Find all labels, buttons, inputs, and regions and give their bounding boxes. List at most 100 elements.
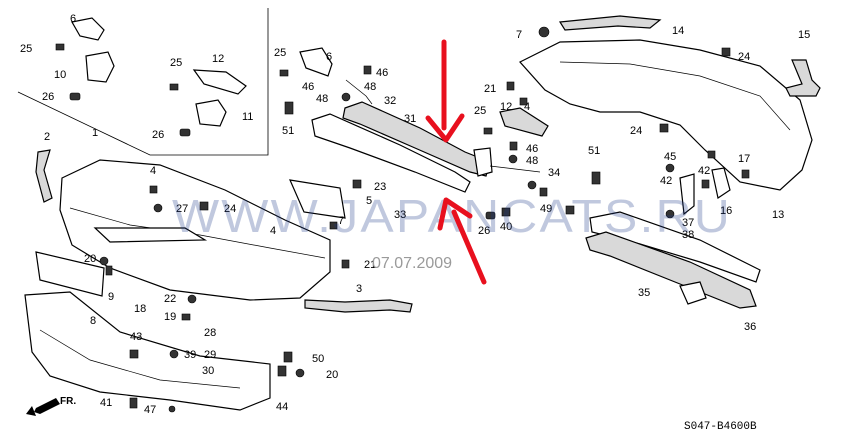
part-label: 34 — [548, 167, 560, 179]
rear-bracket-15 — [785, 59, 821, 97]
fastener-25-rear — [483, 127, 493, 135]
screw-25-inset — [169, 83, 179, 91]
fastener-7-rear — [538, 26, 550, 38]
fastener-20 — [99, 256, 109, 266]
part-label: 35 — [638, 287, 650, 299]
fastener-48-rear — [508, 154, 518, 164]
part-label: 47 — [144, 404, 156, 416]
part-label: 26 — [478, 225, 490, 237]
front-direction-indicator: FR. — [26, 396, 76, 416]
part-label: 51 — [282, 125, 294, 137]
part-label: 18 — [134, 303, 146, 315]
front-absorber-33 — [311, 113, 471, 193]
part-label: 41 — [100, 397, 112, 409]
fastener-24-front — [199, 201, 209, 211]
part-label: 26 — [42, 91, 54, 103]
part-label: 25 — [474, 105, 486, 117]
part-label: 27 — [176, 203, 188, 215]
fastener-49 — [565, 205, 575, 215]
part-label: 48 — [526, 155, 538, 167]
part-label: 30 — [202, 365, 214, 377]
part-label: 25 — [20, 43, 32, 55]
part-label: 22 — [164, 293, 176, 305]
part-label: 50 — [312, 353, 324, 365]
part-label: 4 — [524, 101, 530, 113]
bracket-5 — [289, 179, 346, 219]
fastener-51-front — [284, 101, 294, 115]
part-label: 36 — [744, 321, 756, 333]
front-bumper-cover — [59, 159, 331, 301]
part-label: 24 — [224, 203, 236, 215]
part-label: 32 — [384, 95, 396, 107]
part-label: 16 — [720, 205, 732, 217]
screw-26-upper-left — [69, 92, 81, 101]
part-label: 21 — [364, 259, 376, 271]
fastener-32 — [345, 79, 373, 105]
fastener-42-rear — [701, 179, 710, 189]
front-spoiler-28 — [24, 291, 271, 411]
part-label: 49 — [540, 203, 552, 215]
fastener-4-rear-b — [707, 150, 716, 159]
rear-bumper-cover — [519, 39, 813, 191]
rear-stay — [679, 281, 707, 305]
part-label: 24 — [630, 125, 642, 137]
fastener-19 — [181, 313, 191, 321]
bracket-11 — [195, 99, 227, 127]
part-label: 1 — [92, 127, 98, 139]
fastener-34 — [489, 165, 541, 173]
part-label: 40 — [500, 221, 512, 233]
fastener-48-front — [341, 92, 351, 102]
bracket-42 — [679, 173, 695, 216]
part-label: 23 — [374, 181, 386, 193]
bracket-16 — [711, 167, 731, 199]
front-indicator-label: FR. — [60, 396, 76, 407]
watermark-date: 07.07.2009 — [372, 255, 452, 272]
diagram-code: S047-B4600B — [684, 421, 757, 433]
bracket-12-inset — [192, 69, 247, 95]
annotation-arrow-down — [425, 39, 465, 143]
fastener-50 — [283, 351, 293, 363]
molding-3 — [304, 299, 413, 313]
bracket-6-middle — [299, 47, 333, 77]
part-label: 48 — [316, 93, 328, 105]
part-label: 21 — [484, 83, 496, 95]
fastener-4-front — [149, 185, 158, 194]
part-label: 42 — [698, 165, 710, 177]
fastener-37 — [665, 209, 675, 219]
part-label: 26 — [152, 129, 164, 141]
part-label: 20 — [84, 253, 96, 265]
fastener-46-front — [363, 65, 372, 75]
rear-upper-strip-14 — [558, 15, 662, 31]
fastener-21-front — [341, 259, 350, 269]
bracket-12-rear — [499, 107, 549, 137]
part-label: 9 — [108, 291, 114, 303]
rear-reinforcement-36 — [585, 231, 757, 309]
part-label: 51 — [588, 145, 600, 157]
front-spoiler-inner-line — [39, 329, 241, 389]
front-reinforcement-31 — [342, 101, 491, 177]
part-label: 29 — [204, 349, 216, 361]
part-label: 4 — [150, 165, 156, 177]
part-label: 25 — [170, 57, 182, 69]
part-label: 46 — [302, 81, 314, 93]
part-label: 38 — [682, 229, 694, 241]
part-label: 4 — [270, 225, 276, 237]
fastener-22 — [187, 294, 197, 304]
reinforcement-bracket — [473, 147, 493, 177]
part-label: 17 — [738, 153, 750, 165]
fastener-24-rear-b — [659, 123, 669, 133]
fastener-46-rear-b — [539, 187, 548, 197]
fastener-26-rear — [485, 211, 496, 220]
fastener-39 — [169, 349, 179, 359]
fastener-47 — [168, 405, 176, 413]
bracket-10 — [85, 51, 115, 83]
part-label: 33 — [394, 209, 406, 221]
part-label: 2 — [44, 131, 50, 143]
fastener-17 — [741, 169, 750, 179]
fastener-27 — [153, 203, 163, 213]
fastener-41 — [129, 397, 138, 409]
license-bracket-8 — [35, 251, 105, 297]
part-label: 13 — [772, 209, 784, 221]
rear-bumper-inner-line — [559, 61, 791, 131]
